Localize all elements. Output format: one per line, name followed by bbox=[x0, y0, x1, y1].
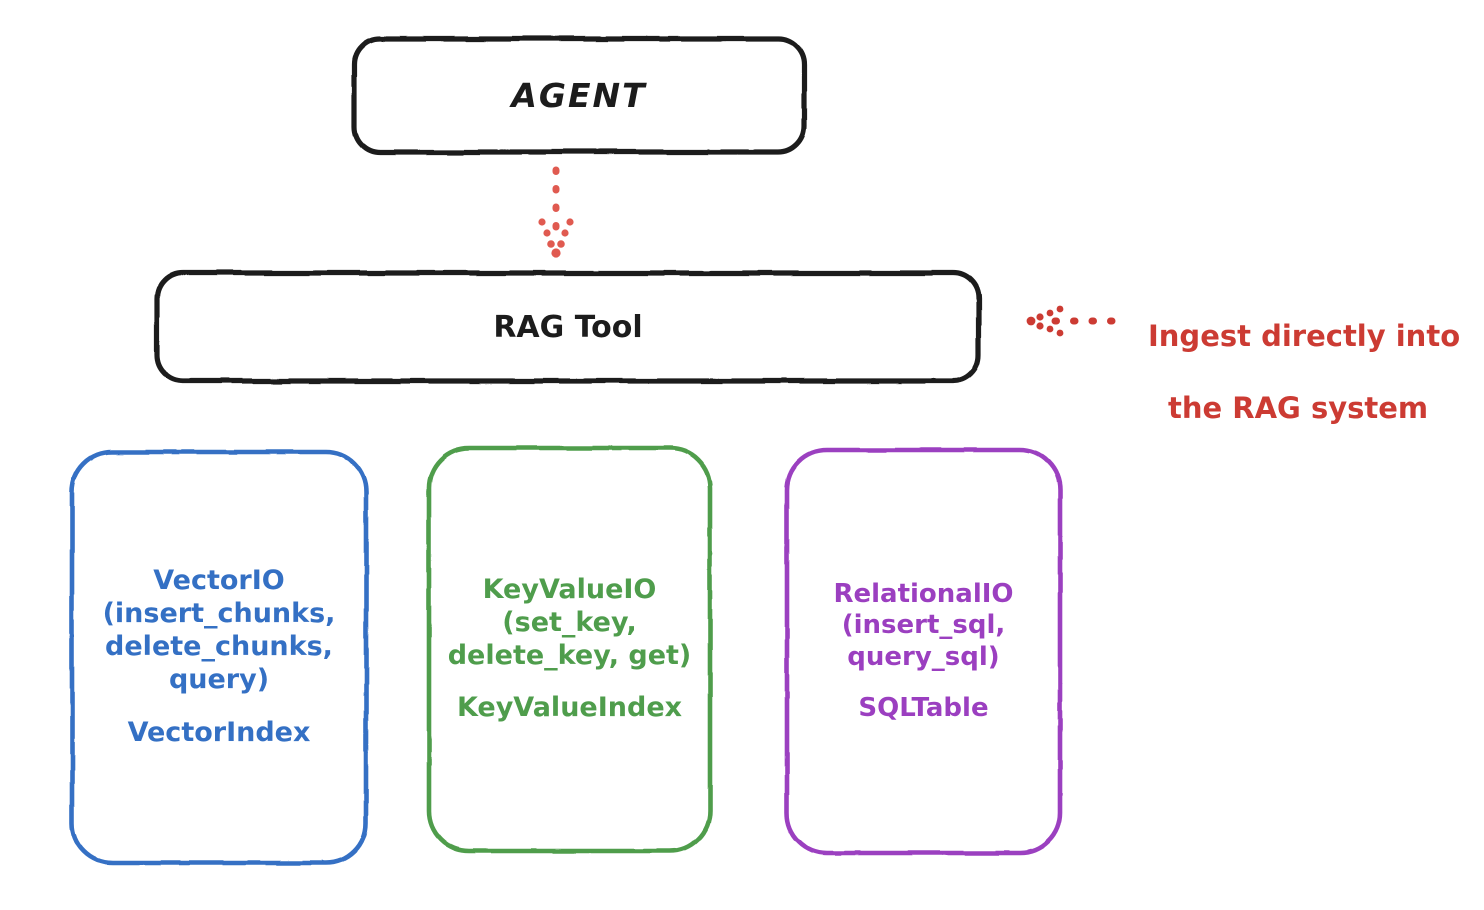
note-to-rag-connector bbox=[1026, 305, 1132, 337]
ingest-note-line2: the RAG system bbox=[1168, 390, 1429, 425]
key-value-io-box[interactable] bbox=[426, 445, 713, 854]
ingest-note: Ingest directly into the RAG system bbox=[1148, 283, 1478, 463]
agent-to-rag-connector bbox=[538, 166, 574, 258]
ingest-note-line1: Ingest directly into bbox=[1148, 318, 1461, 353]
relational-io-box[interactable] bbox=[784, 447, 1063, 856]
rag-tool-box[interactable] bbox=[154, 270, 982, 384]
agent-box[interactable] bbox=[351, 36, 807, 155]
vector-io-box[interactable] bbox=[69, 449, 369, 866]
